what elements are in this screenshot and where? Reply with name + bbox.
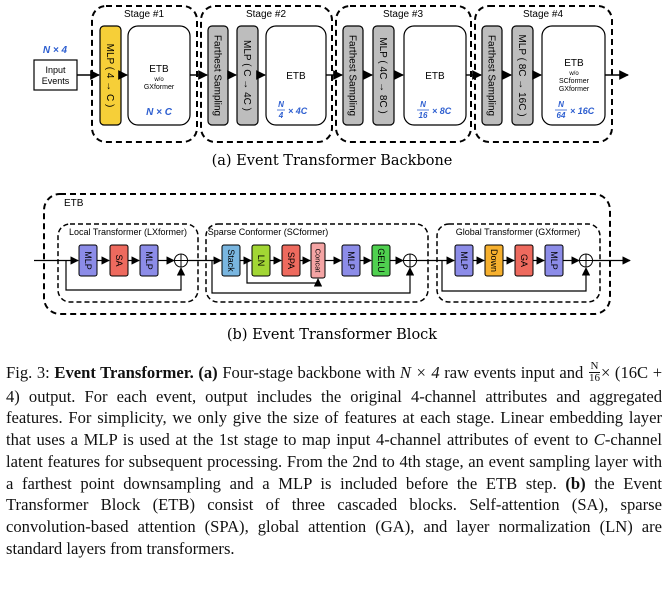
stage3-mlp-label: MLP ( 4C → 8C )	[377, 37, 388, 114]
gx-mlp2-label: MLP	[549, 251, 559, 270]
caption-math-3: C	[593, 430, 605, 450]
stage1-etb-label: ETB	[149, 64, 169, 75]
gxformer-title: Global Transformer (GXformer)	[456, 227, 581, 237]
caption-b: (b)	[565, 473, 586, 493]
caption-math-1: N × 4	[399, 363, 440, 382]
gxformer-box	[436, 223, 601, 303]
etb-outer-label: ETB	[64, 198, 84, 209]
lx-mlp1-label: MLP	[83, 251, 93, 270]
caption-frac-num: N	[588, 359, 600, 373]
caption-text-3: output. For each event, output includes …	[6, 386, 663, 450]
lx-add-node	[174, 253, 188, 268]
stage1-label: Stage #1	[124, 9, 164, 20]
stage4-sampling-label: Farthest Sampling	[486, 35, 497, 116]
stage4-etb-sc: SCformer	[559, 78, 590, 85]
input-events-line2: Events	[42, 76, 70, 86]
etb-block-diagram: ETB Local Transformer (LXformer) Sparse …	[34, 193, 631, 343]
stage3-etb-label: ETB	[425, 71, 445, 82]
scformer-title: Sparse Conformer (SCformer)	[208, 227, 329, 237]
stage4-mlp-label: MLP ( 8C → 16C )	[516, 34, 527, 116]
stage3-size-num: N	[420, 100, 426, 109]
lxformer-title: Local Transformer (LXformer)	[69, 227, 187, 237]
stage3-label: Stage #3	[383, 9, 423, 20]
lx-mlp2-label: MLP	[144, 251, 154, 270]
stage1-mlp-label: MLP ( 4 → C )	[104, 44, 115, 108]
sc-gelu-label: GELU	[376, 248, 386, 273]
caption-text-1: Four-stage backbone with	[222, 363, 396, 382]
stage4-etb-label: ETB	[564, 58, 584, 69]
stage1-size-label: N × C	[146, 107, 173, 118]
stage1-etb-gx: GXformer	[144, 84, 175, 91]
caption-title: Event Transformer.	[54, 363, 194, 382]
caption-frac-den: 16	[588, 371, 600, 384]
input-size-label: N × 4	[43, 45, 68, 56]
sc-spa-label: SPA	[286, 252, 296, 269]
caption-text-4: -channel latent features for subsequent …	[6, 430, 662, 493]
stage3-sampling-label: Farthest Sampling	[347, 35, 358, 116]
backbone-caption: (a) Event Transformer Backbone	[212, 153, 453, 169]
scformer-box	[205, 223, 429, 303]
lxformer-box	[57, 223, 199, 303]
gx-ga-label: GA	[519, 254, 529, 267]
stage3-size-rest: × 8C	[432, 106, 452, 116]
sc-add-node	[403, 253, 417, 268]
stage4-size-rest: × 16C	[570, 106, 595, 116]
caption-text-5: the Event Transformer Block (ETB) consis…	[6, 473, 662, 558]
stage2-size-num: N	[278, 100, 284, 109]
stage2-size-den: 4	[278, 111, 284, 120]
stage4-size-den: 64	[557, 111, 566, 120]
sc-mlp-label: MLP	[346, 251, 356, 270]
stage1-etb-wo: w/o	[153, 77, 164, 83]
stage4-label: Stage #4	[523, 9, 563, 20]
gx-mlp1-label: MLP	[459, 251, 469, 270]
caption-fig: Fig. 3:	[6, 363, 50, 382]
stage2-label: Stage #2	[246, 9, 286, 20]
stage4-size-num: N	[558, 100, 564, 109]
stage2-size-rest: × 4C	[288, 106, 308, 116]
input-events-box	[33, 59, 78, 91]
caption-math-2: × (16C + 4)	[6, 363, 663, 406]
figure-caption: Fig. 3: Event Transformer. (a) Four-stag…	[6, 359, 663, 559]
sc-concat-label: Concat	[314, 249, 323, 274]
caption-a: (a)	[198, 363, 218, 382]
stage4-etb-wo: w/o	[568, 71, 579, 77]
stage3-size-den: 16	[419, 111, 428, 120]
stage2-etb-label: ETB	[286, 71, 306, 82]
sc-ln-label: LN	[256, 255, 266, 267]
figure-diagram: Stage #1 Stage #2 Stage #3 Stage #4 N × …	[33, 5, 631, 343]
sc-stack-label: Stack	[226, 249, 236, 272]
stage2-sampling-label: Farthest Sampling	[212, 35, 223, 116]
input-events-line1: Input	[45, 65, 66, 75]
backbone-diagram: Stage #1 Stage #2 Stage #3 Stage #4 N × …	[33, 5, 629, 169]
gx-down-label: Down	[489, 249, 499, 272]
caption-text-2: raw events input and	[444, 363, 584, 382]
stage2-mlp-label: MLP ( C → 4C )	[241, 40, 252, 111]
lx-sa-label: SA	[114, 254, 124, 266]
block-arrows	[34, 256, 631, 294]
etb-outer-box	[43, 193, 611, 315]
block-caption: (b) Event Transformer Block	[227, 327, 437, 343]
gx-add-node	[579, 253, 593, 268]
stage4-etb-gx: GXformer	[559, 86, 590, 93]
